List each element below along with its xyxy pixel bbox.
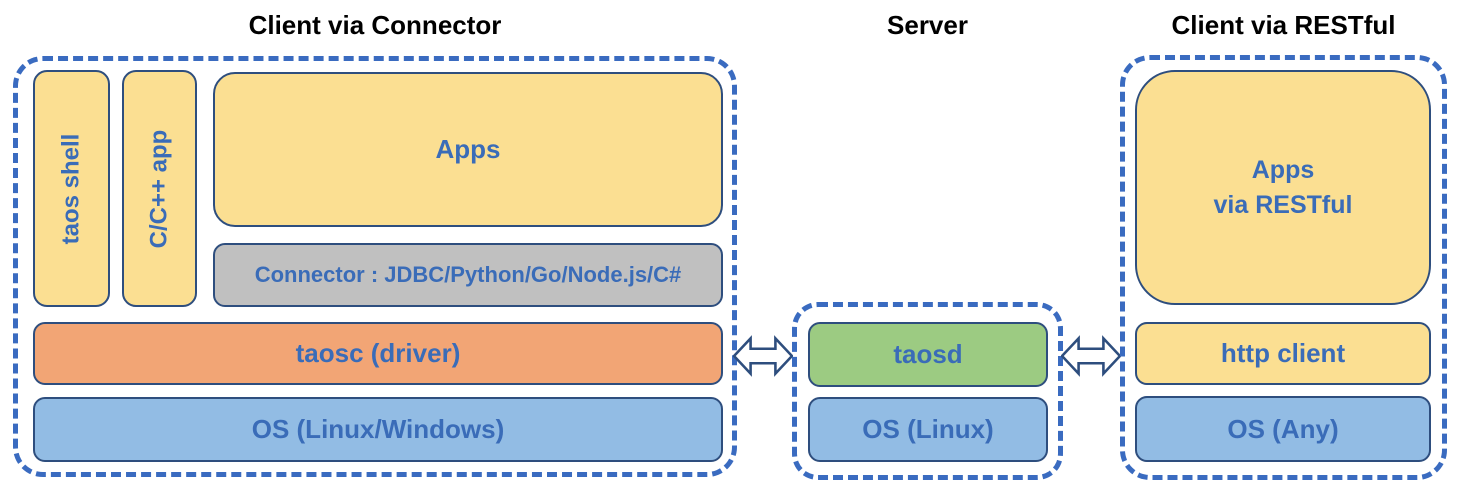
os-linux-box: OS (Linux)	[808, 397, 1048, 462]
apps-via-restful-box: Apps via RESTful	[1135, 70, 1431, 305]
server-title: Server	[887, 10, 968, 40]
taosd-label: taosd	[893, 339, 963, 369]
apps-via-restful-label-line1: Apps	[1251, 155, 1315, 184]
server-group	[792, 302, 1063, 480]
connector-box: Connector : JDBC/Python/Go/Node.js/C#	[213, 243, 723, 307]
apps-via-restful-label-line2: via RESTful	[1213, 190, 1353, 219]
http-client-box: http client	[1135, 322, 1431, 385]
os-any-label: OS (Any)	[1227, 413, 1339, 444]
taosc-driver-label: taosc (driver)	[295, 338, 461, 368]
os-linux-windows-label: OS (Linux/Windows)	[251, 414, 505, 444]
client-restful-title: Client via RESTful	[1171, 10, 1396, 40]
apps-label: Apps	[435, 134, 501, 164]
bidirectional-arrow-icon	[733, 335, 793, 377]
http-client-label: http client	[1220, 338, 1346, 368]
bidirectional-arrow-icon	[1061, 335, 1121, 377]
taos-shell-label: taos shell	[57, 133, 85, 244]
os-any-box: OS (Any)	[1135, 396, 1431, 462]
client-restful-group	[1120, 55, 1447, 480]
cpp-app-box: C/C++ app	[122, 70, 197, 307]
taosc-driver-box: taosc (driver)	[33, 322, 723, 385]
connector-label: Connector : JDBC/Python/Go/Node.js/C#	[254, 262, 682, 287]
client-connector-title: Client via Connector	[248, 10, 502, 40]
apps-box: Apps	[213, 72, 723, 227]
cpp-app-label: C/C++ app	[145, 129, 173, 248]
os-linux-windows-box: OS (Linux/Windows)	[33, 397, 723, 462]
client-connector-group	[13, 56, 737, 477]
taosd-box: taosd	[808, 322, 1048, 387]
taos-shell-box: taos shell	[33, 70, 110, 307]
os-linux-label: OS (Linux)	[862, 414, 994, 444]
